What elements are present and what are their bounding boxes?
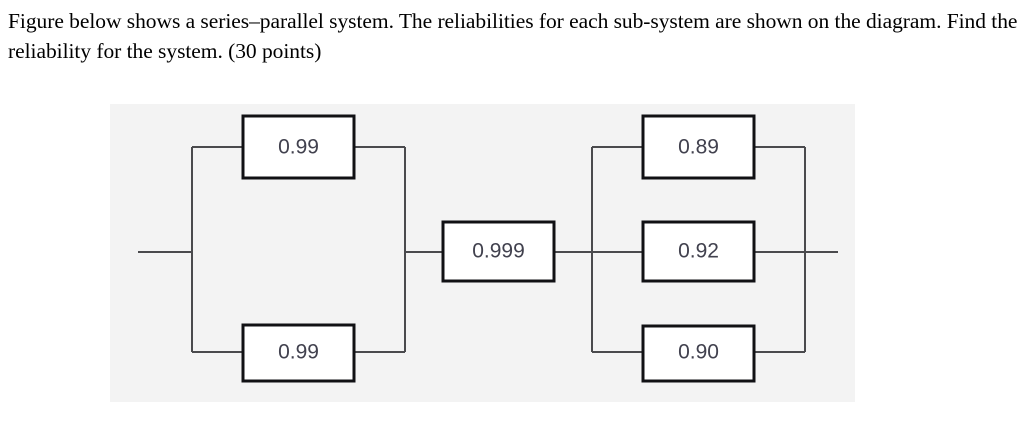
block-left-parallel-top: 0.99 — [241, 114, 356, 180]
block-right-parallel-middle-label: 0.92 — [678, 240, 719, 263]
block-right-parallel-bottom-rect — [641, 324, 756, 383]
block-left-parallel-bottom-label: 0.99 — [278, 341, 319, 364]
question-text: Figure below shows a series–parallel sys… — [8, 9, 1018, 63]
block-right-parallel-top-rect — [641, 114, 756, 180]
block-left-parallel-bottom-rect — [241, 323, 356, 383]
block-series-middle-label: 0.999 — [472, 240, 525, 263]
block-series-middle-rect — [441, 220, 556, 283]
block-left-parallel-top-rect — [241, 114, 356, 180]
block-right-parallel-bottom-label: 0.90 — [678, 341, 719, 364]
block-series-middle: 0.999 — [441, 220, 556, 283]
block-left-parallel-top-label: 0.99 — [278, 136, 319, 159]
block-left-parallel-bottom: 0.99 — [241, 323, 356, 383]
block-right-parallel-top: 0.89 — [641, 114, 756, 180]
diagram-canvas: 0.99 0.99 0.999 0.89 0.92 0.90 — [138, 114, 838, 383]
block-right-parallel-middle: 0.92 — [641, 220, 756, 283]
reliability-block-diagram-figure: 0.99 0.99 0.999 0.89 0.92 0.90 — [110, 104, 855, 402]
block-right-parallel-middle-rect — [641, 220, 756, 283]
block-right-parallel-bottom: 0.90 — [641, 324, 756, 383]
block-right-parallel-top-label: 0.89 — [678, 136, 719, 159]
